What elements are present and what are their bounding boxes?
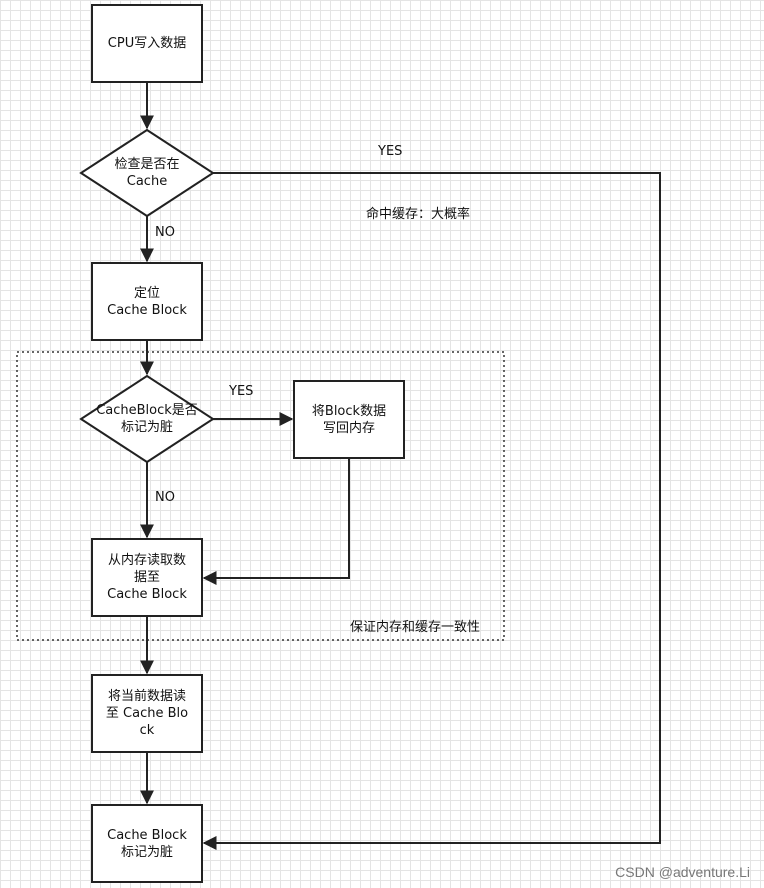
- mark-dirty-box[interactable]: [91, 804, 203, 883]
- arrow-check-yes-to-mark-dirty: [202, 172, 661, 850]
- mark-dirty-label: Cache Block 标记为脏: [107, 827, 187, 860]
- edge-label-hit-note: 命中缓存：大概率: [366, 207, 471, 222]
- locate-block-label: 定位 Cache Block: [107, 285, 187, 318]
- write-to-block-label: 将当前数据读 至 Cache Blo ck: [105, 689, 189, 738]
- write-to-block-box[interactable]: [91, 674, 203, 753]
- arrow-write-back-to-read: [202, 458, 350, 585]
- write-back-label: 将Block数据 写回内存: [311, 403, 387, 436]
- check-cache-label: 检查是否在 Cache: [114, 157, 180, 189]
- cpu-write-box[interactable]: [91, 4, 203, 83]
- edge-label-yes-dirty: YES: [229, 384, 254, 399]
- write-back-box[interactable]: [293, 380, 405, 459]
- edge-label-no-miss: NO: [155, 225, 175, 240]
- locate-block-box[interactable]: [91, 262, 203, 341]
- edge-label-no-clean: NO: [155, 490, 175, 505]
- cpu-write-label: CPU写入数据: [107, 36, 187, 51]
- read-from-memory-box[interactable]: [91, 538, 203, 617]
- consistency-group-border: [16, 351, 505, 641]
- csdn-watermark: CSDN @adventure.Li: [615, 864, 750, 880]
- edge-label-yes-hit: YES: [378, 144, 403, 159]
- read-from-memory-label: 从内存读取数 据至 Cache Block: [107, 553, 187, 602]
- block-dirty-label: CacheBlock是否 标记为脏: [96, 403, 198, 435]
- consistency-group-label: 保证内存和缓存一致性: [350, 620, 481, 635]
